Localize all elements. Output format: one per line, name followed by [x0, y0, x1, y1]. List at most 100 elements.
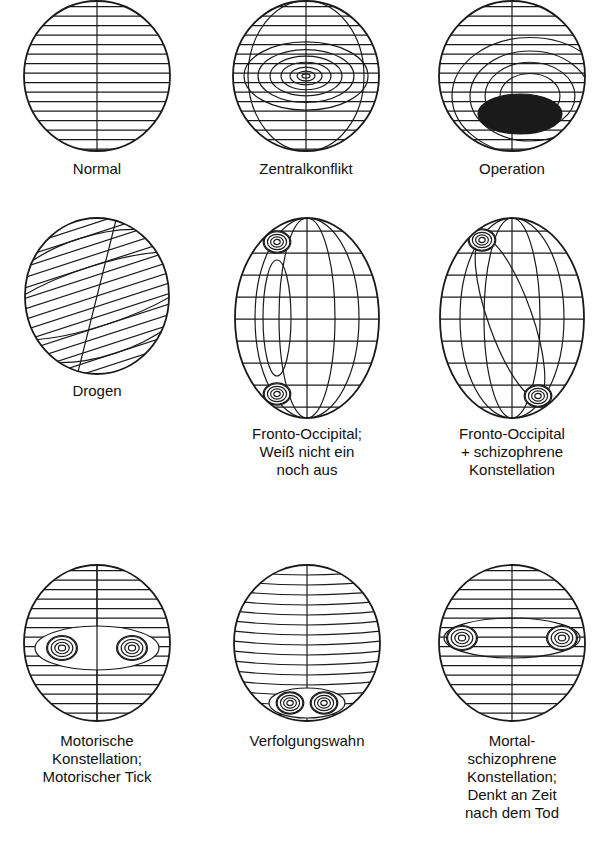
pattern: [232, 563, 382, 723]
focus-ring: [479, 237, 485, 242]
meridian-line: [511, 216, 512, 420]
tilted-ellipse: [21, 215, 173, 377]
caption: Fronto-Occipital; Weiß nicht ein noch au…: [247, 425, 367, 479]
circle-outline: [24, 565, 170, 721]
meridian-ellipse: [460, 218, 564, 418]
conflict-ring: [244, 42, 368, 110]
focus-ground: [117, 636, 148, 661]
conflict-ring: [470, 51, 589, 141]
focus-ring: [525, 386, 551, 406]
focus-ring: [528, 388, 547, 403]
pattern: [437, 563, 587, 723]
caption: Motorische Konstellation; Motorischer Ti…: [37, 732, 157, 786]
focus-ring: [321, 700, 327, 705]
focus-ring: [555, 632, 569, 644]
circle-group: [233, 216, 381, 420]
caption: Zentralkonflikt: [231, 160, 381, 178]
focus-ring: [267, 386, 286, 401]
tilted-line: [21, 376, 173, 377]
circle-outline: [25, 218, 169, 374]
focus-ring: [476, 235, 489, 245]
focus-ring: [448, 626, 477, 649]
focus-ring: [472, 232, 491, 247]
conflict-ring: [297, 71, 315, 81]
circle-diagram: Operation: [435, 0, 589, 180]
circle-group: [22, 563, 172, 723]
meridian-ellipse: [248, 1, 364, 151]
focus-ring: [455, 632, 469, 644]
focus-ring: [118, 636, 147, 659]
circle-illustration: [436, 215, 588, 421]
focus-ring: [267, 234, 286, 249]
focus-ring: [274, 391, 280, 396]
meridian-line: [96, 0, 97, 153]
focus-ring: [121, 639, 143, 656]
focus-ground: [547, 626, 578, 651]
tilted-line: [21, 262, 173, 349]
meridian-line: [77, 216, 117, 376]
focus-ring: [458, 635, 465, 641]
conflict-ring: [258, 50, 354, 103]
caption: Fronto-Occipital + schizophrene Konstell…: [455, 425, 570, 479]
focus-ring: [277, 693, 303, 713]
circle-group: [437, 0, 589, 154]
focus-ring: [51, 639, 73, 656]
operation-scar: [478, 94, 562, 134]
circle-diagram: Verfolgungswahn: [230, 562, 384, 752]
caption: Normal: [22, 160, 172, 178]
pattern: [22, 563, 172, 723]
pattern: [233, 216, 381, 420]
link-ellipse: [461, 231, 558, 404]
circle-diagram: Drogen: [21, 215, 173, 402]
tilted-line: [21, 215, 173, 244]
tilted-line: [21, 348, 173, 377]
meridian-ellipse: [255, 218, 359, 418]
focus-ring: [311, 693, 337, 713]
circle-outline: [439, 565, 585, 721]
focus-ring: [287, 700, 293, 705]
focus-ring: [551, 629, 573, 646]
circle-illustration: [231, 215, 383, 421]
focus-ground: [468, 229, 496, 251]
circle-outline: [24, 1, 170, 151]
link-ellipse: [444, 618, 580, 658]
circle-group: [232, 563, 382, 723]
circle-group: [437, 563, 587, 723]
focus-ring: [558, 635, 565, 641]
circle-outline: [440, 218, 584, 418]
focus-ground: [276, 692, 304, 714]
pattern: [21, 215, 173, 377]
focus-ground: [310, 692, 338, 714]
focus-ring: [318, 698, 331, 708]
tilted-grid: [21, 215, 173, 377]
meridian-line: [96, 563, 97, 723]
pattern: [438, 216, 586, 420]
focus-ring: [535, 393, 541, 398]
circle-outline: [439, 1, 585, 151]
circle-illustration: [20, 0, 174, 154]
circle-diagram: Motorische Konstellation; Motorischer Ti…: [20, 562, 174, 788]
focus-ground: [524, 385, 552, 407]
tilted-line: [21, 367, 173, 377]
focus-ring: [274, 239, 280, 244]
circle-outline: [235, 218, 379, 418]
tilted-line: [21, 215, 173, 225]
focus-ring: [55, 642, 69, 654]
caption: Drogen: [22, 382, 172, 400]
tilted-line: [21, 215, 173, 216]
focus-ring: [271, 389, 284, 399]
focus-ground: [47, 636, 78, 661]
circle-diagram: Normal: [20, 0, 174, 180]
link-ellipse: [269, 688, 345, 718]
tilted-line: [21, 215, 173, 282]
focus-ring: [125, 642, 139, 654]
focus-ring: [128, 645, 135, 651]
circle-diagram: Fronto-Occipital; Weiß nicht ein noch au…: [231, 215, 383, 481]
focus-ring: [314, 695, 333, 710]
circle-illustration: [435, 562, 589, 724]
circle-illustration: [230, 562, 384, 724]
circle-diagram: Zentralkonflikt: [229, 0, 383, 180]
caption: Verfolgungswahn: [232, 732, 382, 750]
conflict-ring: [281, 62, 331, 90]
